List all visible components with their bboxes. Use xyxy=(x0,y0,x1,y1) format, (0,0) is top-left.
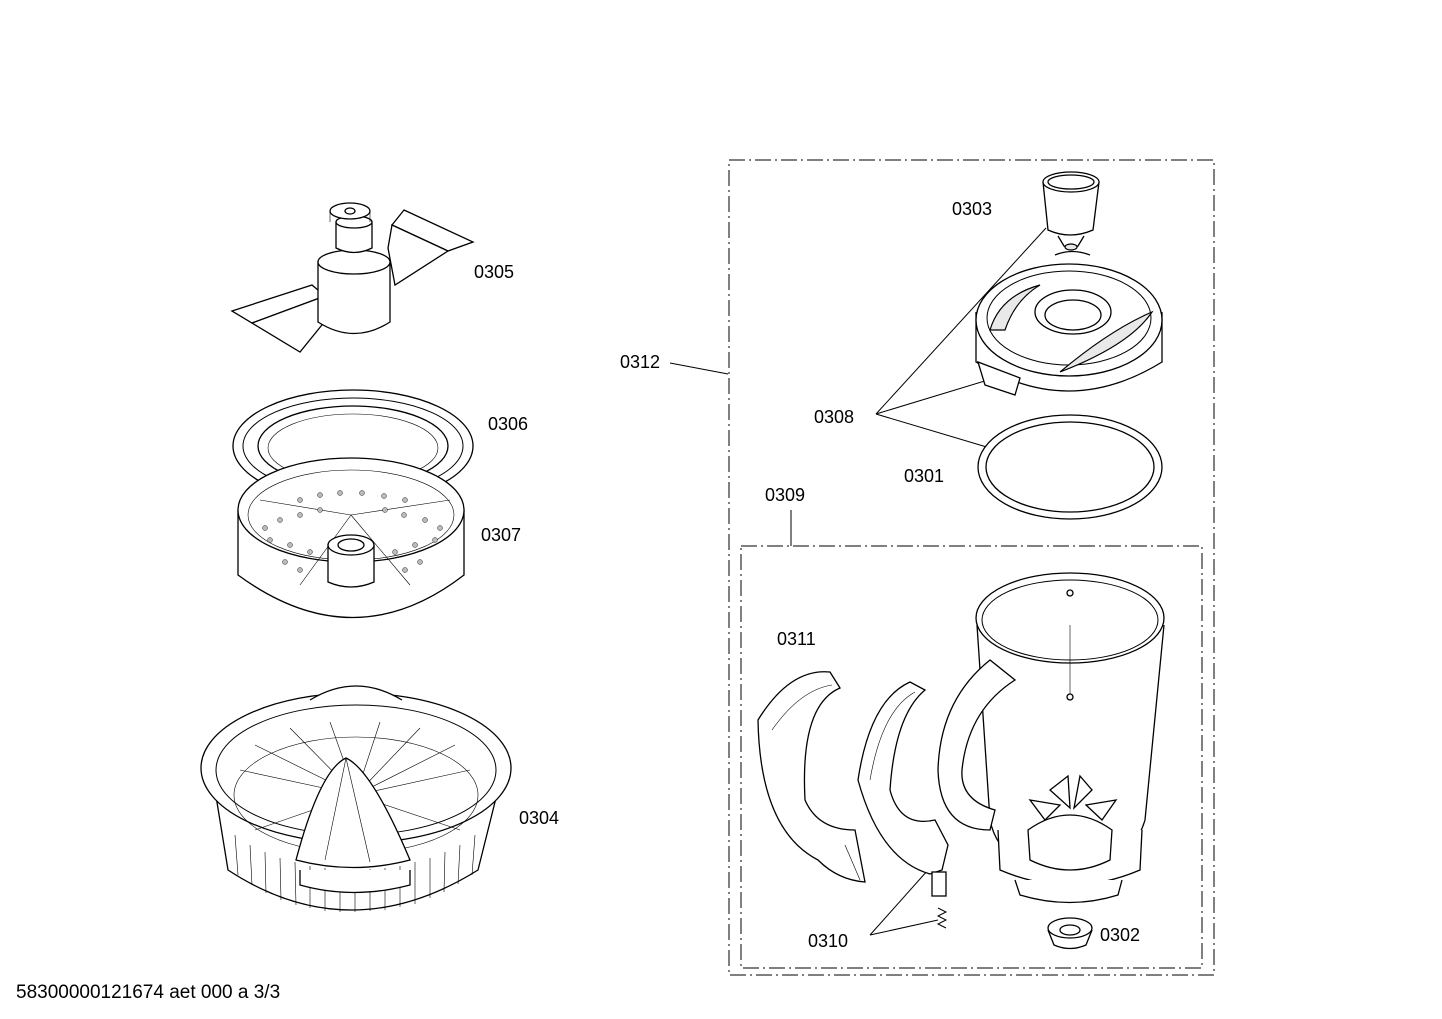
part-label-0301: 0301 xyxy=(904,466,945,486)
part-label-0302: 0302 xyxy=(1100,925,1141,945)
part-label-0312: 0312 xyxy=(620,352,661,372)
basket-part-0307 xyxy=(237,457,465,619)
part-label-0305: 0305 xyxy=(474,262,515,282)
assembly-box-0312 xyxy=(728,159,1215,976)
handle-cover-part-0311 xyxy=(757,671,866,883)
assembly-box-0309 xyxy=(740,545,1203,969)
jug-part-0309 xyxy=(937,572,1165,904)
part-label-0310: 0310 xyxy=(808,931,849,951)
blade-part-0305 xyxy=(230,202,475,353)
lid-part-0308 xyxy=(975,250,1163,396)
citrus-press-part-0304 xyxy=(200,685,512,912)
part-label-0303: 0303 xyxy=(952,199,993,219)
cap-part-0302 xyxy=(1047,917,1093,950)
part-label-0309: 0309 xyxy=(765,485,806,505)
part-label-0311: 0311 xyxy=(777,629,816,649)
part-label-0308: 0308 xyxy=(814,407,855,427)
gasket-part-0301 xyxy=(977,414,1163,520)
leader-lines xyxy=(669,227,1047,936)
handle-insert-part-0310 xyxy=(857,681,949,929)
part-label-0307: 0307 xyxy=(481,525,522,545)
document-reference-footer: 58300000121674 aet 000 a 3/3 xyxy=(16,982,281,1003)
cup-part-0303 xyxy=(1042,171,1100,251)
part-label-0306: 0306 xyxy=(488,414,529,434)
part-label-0304: 0304 xyxy=(519,808,560,828)
